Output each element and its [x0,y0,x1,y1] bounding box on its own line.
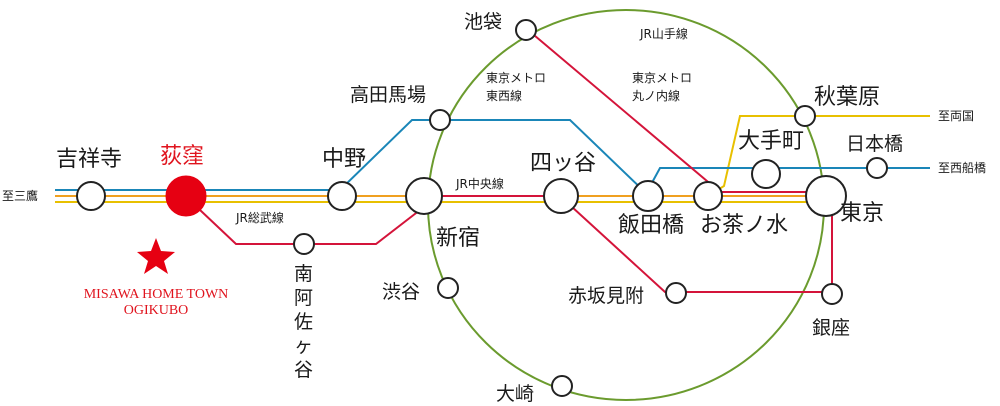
station-nihonbashi[interactable] [866,157,888,179]
minamiasagaya-char: 阿 [294,287,313,309]
minamiasagaya-char: 南 [294,263,313,285]
station-yotsuya[interactable] [543,178,579,214]
dest-ryogoku: 至両国 [938,109,974,123]
label-yotsuya: 四ッ谷 [530,151,596,176]
station-akihabara[interactable] [794,105,816,127]
station-iidabashi[interactable] [632,180,664,212]
station-shinjuku[interactable] [405,177,443,215]
minamiasagaya-char: ヶ [294,335,313,357]
station-tokyo[interactable] [805,175,847,217]
minamiasagaya-char: 佐 [294,311,313,333]
station-ochanomizu[interactable] [693,181,723,211]
tozai-east-line [647,167,930,191]
station-ikebukuro[interactable] [515,19,537,41]
development-name-line2: OGIKUBO [124,303,189,318]
station-ogikubo[interactable] [165,175,207,217]
station-osaki[interactable] [551,375,573,397]
station-minamiasagaya[interactable] [293,233,315,255]
station-ginza[interactable] [821,283,843,305]
star-icon [137,238,175,274]
label-takadanobaba: 高田馬場 [350,84,426,106]
label-nakano: 中野 [322,147,366,172]
label-ogikubo: 荻窪 [160,144,204,169]
marunouchi-label: 東京メトロ丸ノ内線 [632,71,692,103]
development-name-line1: MISAWA HOME TOWN [84,287,229,302]
chuo-label: JR中央線 [455,176,504,191]
station-akasakamitsuke[interactable] [665,282,687,304]
station-takadanobaba[interactable] [429,109,451,131]
label-akasakamitsuke: 赤坂見附 [568,285,644,307]
tozai-label: 東京メトロ東西線 [486,71,546,103]
yamanote-label: JR山手線 [639,26,688,41]
marunouchi-label-line-0: 東京メトロ [632,71,692,85]
label-shinjuku: 新宿 [436,226,480,251]
label-kichijoji: 吉祥寺 [56,147,122,172]
marunouchi-label-line-1: 丸ノ内線 [632,88,680,103]
sobu-label: JR総武線 [235,210,284,225]
station-kichijoji[interactable] [76,181,106,211]
label-akihabara: 秋葉原 [814,85,880,110]
station-shibuya[interactable] [437,277,459,299]
tozai-line [55,119,649,196]
minamiasagaya-char: 谷 [294,359,313,381]
station-nakano[interactable] [327,181,357,211]
dest-mitaka: 至三鷹 [2,188,38,203]
label-ochanomizu: お茶ノ水 [700,213,788,238]
dest-nishifunabashi: 至西船橋 [938,161,986,175]
label-osaki: 大崎 [496,383,534,405]
yamanote-line [427,9,825,401]
station-otemachi[interactable] [751,159,781,189]
stations [76,19,888,397]
label-ginza: 銀座 [812,317,850,339]
label-minamiasagaya: 南阿佐ヶ谷 [294,263,313,381]
tozai-label-line-1: 東西線 [486,88,522,103]
label-otemachi: 大手町 [738,129,804,154]
label-ikebukuro: 池袋 [464,11,502,33]
label-nihonbashi: 日本橋 [846,133,903,155]
label-iidabashi: 飯田橋 [618,213,684,238]
label-shibuya: 渋谷 [382,281,420,303]
tozai-label-line-0: 東京メトロ [486,71,546,85]
label-tokyo: 東京 [840,201,884,226]
